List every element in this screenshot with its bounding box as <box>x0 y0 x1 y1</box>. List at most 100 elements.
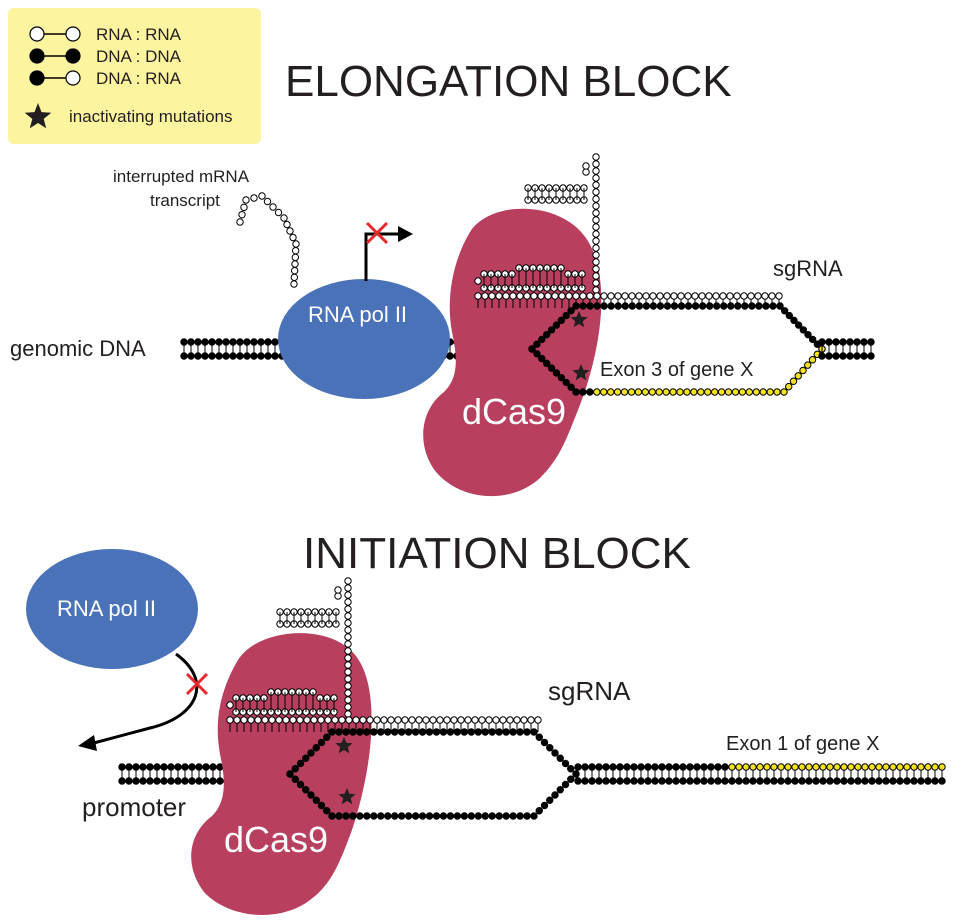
i-dna-r-bead <box>784 763 792 771</box>
e-dna-bead <box>250 338 258 346</box>
i-rloop-bead <box>397 812 406 820</box>
sgrna-guide-bead <box>572 292 580 300</box>
i-dna-bead <box>146 777 154 785</box>
sgrna-guide-bead <box>635 292 643 300</box>
elongation-title: ELONGATION BLOCK <box>285 57 732 106</box>
elongation-rna-pol-ii <box>278 279 450 399</box>
i-dna-r-bead <box>637 763 645 771</box>
sgrna-guide-bead <box>310 716 318 724</box>
sgrna-guide-bead <box>691 292 699 300</box>
i-dna-r-bead <box>763 763 771 771</box>
e-rloop-bead <box>538 354 546 363</box>
sgrna-guide-bead <box>628 292 636 300</box>
e-rloop-bead <box>698 302 707 310</box>
sgrna-guide-bead <box>534 716 542 724</box>
e-rloop-bead <box>780 307 789 315</box>
i-rloop-bead <box>453 728 462 736</box>
e-dna-bead <box>180 338 188 346</box>
sgrna-guide-bead <box>289 716 297 724</box>
e-rloop-bead <box>717 388 726 396</box>
e-rloop-bead <box>790 316 798 325</box>
i-rloop-bead <box>567 765 575 773</box>
i-rloop-bead <box>561 759 570 768</box>
sgrna-bead <box>592 188 600 196</box>
sgrna-guide-bead <box>324 716 332 724</box>
i-rloop-bead <box>546 796 554 804</box>
e-dna-bead <box>208 338 216 346</box>
e-rloop-bead <box>808 356 817 364</box>
e-dna-bead <box>222 338 230 346</box>
e-dna-r-bead <box>846 338 854 346</box>
i-dna-bead <box>167 763 175 771</box>
i-dna-bead <box>202 777 210 785</box>
e-dna-bead <box>243 338 251 346</box>
initiation-r-loop <box>286 728 580 820</box>
sgrna-bead <box>592 195 600 203</box>
e-dna-bead <box>250 352 258 360</box>
mrna-bead <box>290 273 299 282</box>
e-dna-bead <box>264 338 272 346</box>
i-rloop-bead <box>509 812 517 820</box>
i-rloop-bead <box>474 728 482 736</box>
e-rloop-bead <box>642 302 651 310</box>
e-dna-bead <box>222 352 230 360</box>
sgrna-guide-bead <box>677 292 685 300</box>
i-dna-r-bead <box>756 763 764 771</box>
e-rloop-bead <box>773 388 781 396</box>
sgrna-guide-bead <box>366 716 374 724</box>
i-rloop-bead <box>356 812 364 820</box>
i-dna-r-bead <box>602 763 610 771</box>
sgrna-guide-bead <box>233 716 241 724</box>
sgrna-guide-bead <box>436 716 444 724</box>
i-dna-r-bead <box>658 777 666 785</box>
i-rloop-bead <box>418 728 427 736</box>
i-dna-r-bead <box>896 763 904 771</box>
sgrna-bead <box>592 272 600 280</box>
e-rloop-bead <box>799 326 808 334</box>
sgrna-guide-bead <box>408 716 416 724</box>
e-rloop-bead <box>557 316 566 325</box>
sgrna-guide-bead <box>719 292 727 300</box>
i-rloop-bead <box>556 754 564 762</box>
e-dna-r-bead <box>846 352 854 360</box>
e-dna-bead <box>264 352 272 360</box>
sgrna-guide-bead <box>268 716 276 724</box>
i-dna-r-bead <box>903 777 911 785</box>
e-dna-bead <box>271 352 279 360</box>
e-dna-r-bead <box>818 352 826 360</box>
sgrna-guide-bead <box>663 292 671 300</box>
sgrna-guide-bead <box>275 716 283 724</box>
i-dna-r-bead <box>735 763 743 771</box>
legend-pair-left-bead <box>29 26 45 42</box>
mrna-bead <box>238 210 246 219</box>
e-dna-r-bead <box>867 338 875 346</box>
sgrna-bead <box>592 174 600 182</box>
i-dna-r-bead <box>672 777 680 785</box>
sgrna-guide-bead <box>684 292 692 300</box>
i-rloop-bead <box>349 812 357 820</box>
i-dna-bead <box>209 763 217 771</box>
sgrna-guide-bead <box>478 716 486 724</box>
e-rloop-bead <box>710 388 719 396</box>
sgrna-guide-bead <box>485 716 493 724</box>
i-dna-r-bead <box>756 777 764 785</box>
i-rloop-bead <box>404 728 413 736</box>
i-rloop-bead <box>439 728 448 736</box>
i-rloop-bead <box>323 807 331 815</box>
mrna-bead <box>240 203 248 212</box>
sgrna-bead <box>592 265 600 273</box>
e-rloop-bead <box>769 302 777 310</box>
e-rloop-bead <box>614 302 622 310</box>
e-rloop-bead <box>552 321 561 329</box>
i-rloop-bead <box>432 728 441 736</box>
initiation-rna-pol-ii-label: RNA pol II <box>57 596 156 621</box>
e-rloop-bead <box>799 366 807 375</box>
i-dna-r-bead <box>854 763 862 771</box>
i-rloop-bead <box>460 812 469 820</box>
e-dna-bead <box>215 352 223 360</box>
e-rloop-bead <box>621 302 629 310</box>
e-dna-bead <box>243 352 251 360</box>
i-rloop-bead <box>481 812 489 820</box>
mrna-bead <box>286 227 294 235</box>
